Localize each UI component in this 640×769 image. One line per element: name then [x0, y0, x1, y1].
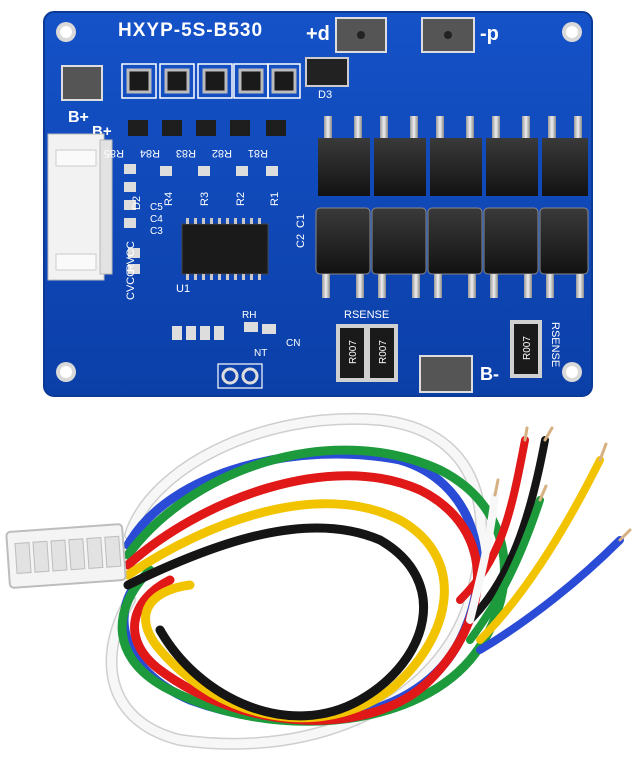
u1-label: U1 — [176, 283, 190, 295]
r3-label: R3 — [199, 192, 211, 206]
pad-minus — [421, 17, 475, 53]
pad-minus-label: -p — [480, 23, 499, 45]
r84-label: R84 — [140, 147, 160, 159]
bms-board: HXYP-5S-B530 +d -p B+ B+ — [43, 11, 593, 397]
pad-bplus-label: B+ — [68, 109, 89, 126]
shunt-resistor-1: R007 — [336, 324, 368, 382]
top-resistors — [121, 63, 301, 99]
bottom-caps — [172, 322, 276, 389]
mosfet-bottom-row — [315, 207, 589, 298]
mosfet-top-row — [318, 116, 588, 196]
nt-label: NT — [254, 348, 267, 359]
r85-label: R85 — [104, 147, 124, 159]
mounting-holes — [56, 22, 582, 382]
rsense-label-2: RSENSE — [549, 322, 561, 367]
board-model-label: HXYP-5S-B530 — [118, 20, 263, 41]
c4-label: C4 — [150, 214, 163, 225]
resistor-labels: R85 R84 R83 R82 R81 — [104, 147, 268, 159]
cable-connector — [5, 523, 127, 589]
pad-bminus-label: B- — [480, 364, 499, 384]
wire-harness — [105, 412, 632, 750]
svg-text:R007: R007 — [378, 340, 389, 364]
r83-label: R83 — [176, 147, 196, 159]
cvcc-label: CVCC — [125, 269, 137, 300]
r81-label: R81 — [248, 147, 268, 159]
shunt-resistor-3: R007 — [510, 320, 542, 378]
c3-label: C3 — [150, 226, 163, 237]
svg-text:R007: R007 — [522, 336, 533, 360]
pad-plus-label: +d — [306, 23, 330, 45]
board-header-connector — [47, 133, 113, 281]
c2-label: C2 — [295, 234, 307, 248]
d2-label: D2 — [131, 196, 143, 210]
small-transistors — [128, 120, 286, 136]
pad-plus — [335, 17, 387, 53]
smd-components — [124, 164, 278, 274]
c1-label: C1 — [295, 214, 307, 228]
shunt-resistor-2: R007 — [366, 324, 398, 382]
r2-label: R2 — [235, 192, 247, 206]
rsense-label-1: RSENSE — [344, 309, 389, 321]
bms-ic — [181, 218, 269, 280]
r82-label: R82 — [212, 147, 232, 159]
svg-text:R007: R007 — [348, 340, 359, 364]
c5-label: C5 — [150, 202, 163, 213]
rvcc-label: RVCC — [125, 241, 137, 272]
d3-label: D3 — [318, 89, 332, 101]
r4-label: R4 — [163, 192, 175, 206]
cn-label: CN — [286, 338, 300, 349]
rh-label: RH — [242, 310, 256, 321]
r1-label: R1 — [269, 192, 281, 206]
